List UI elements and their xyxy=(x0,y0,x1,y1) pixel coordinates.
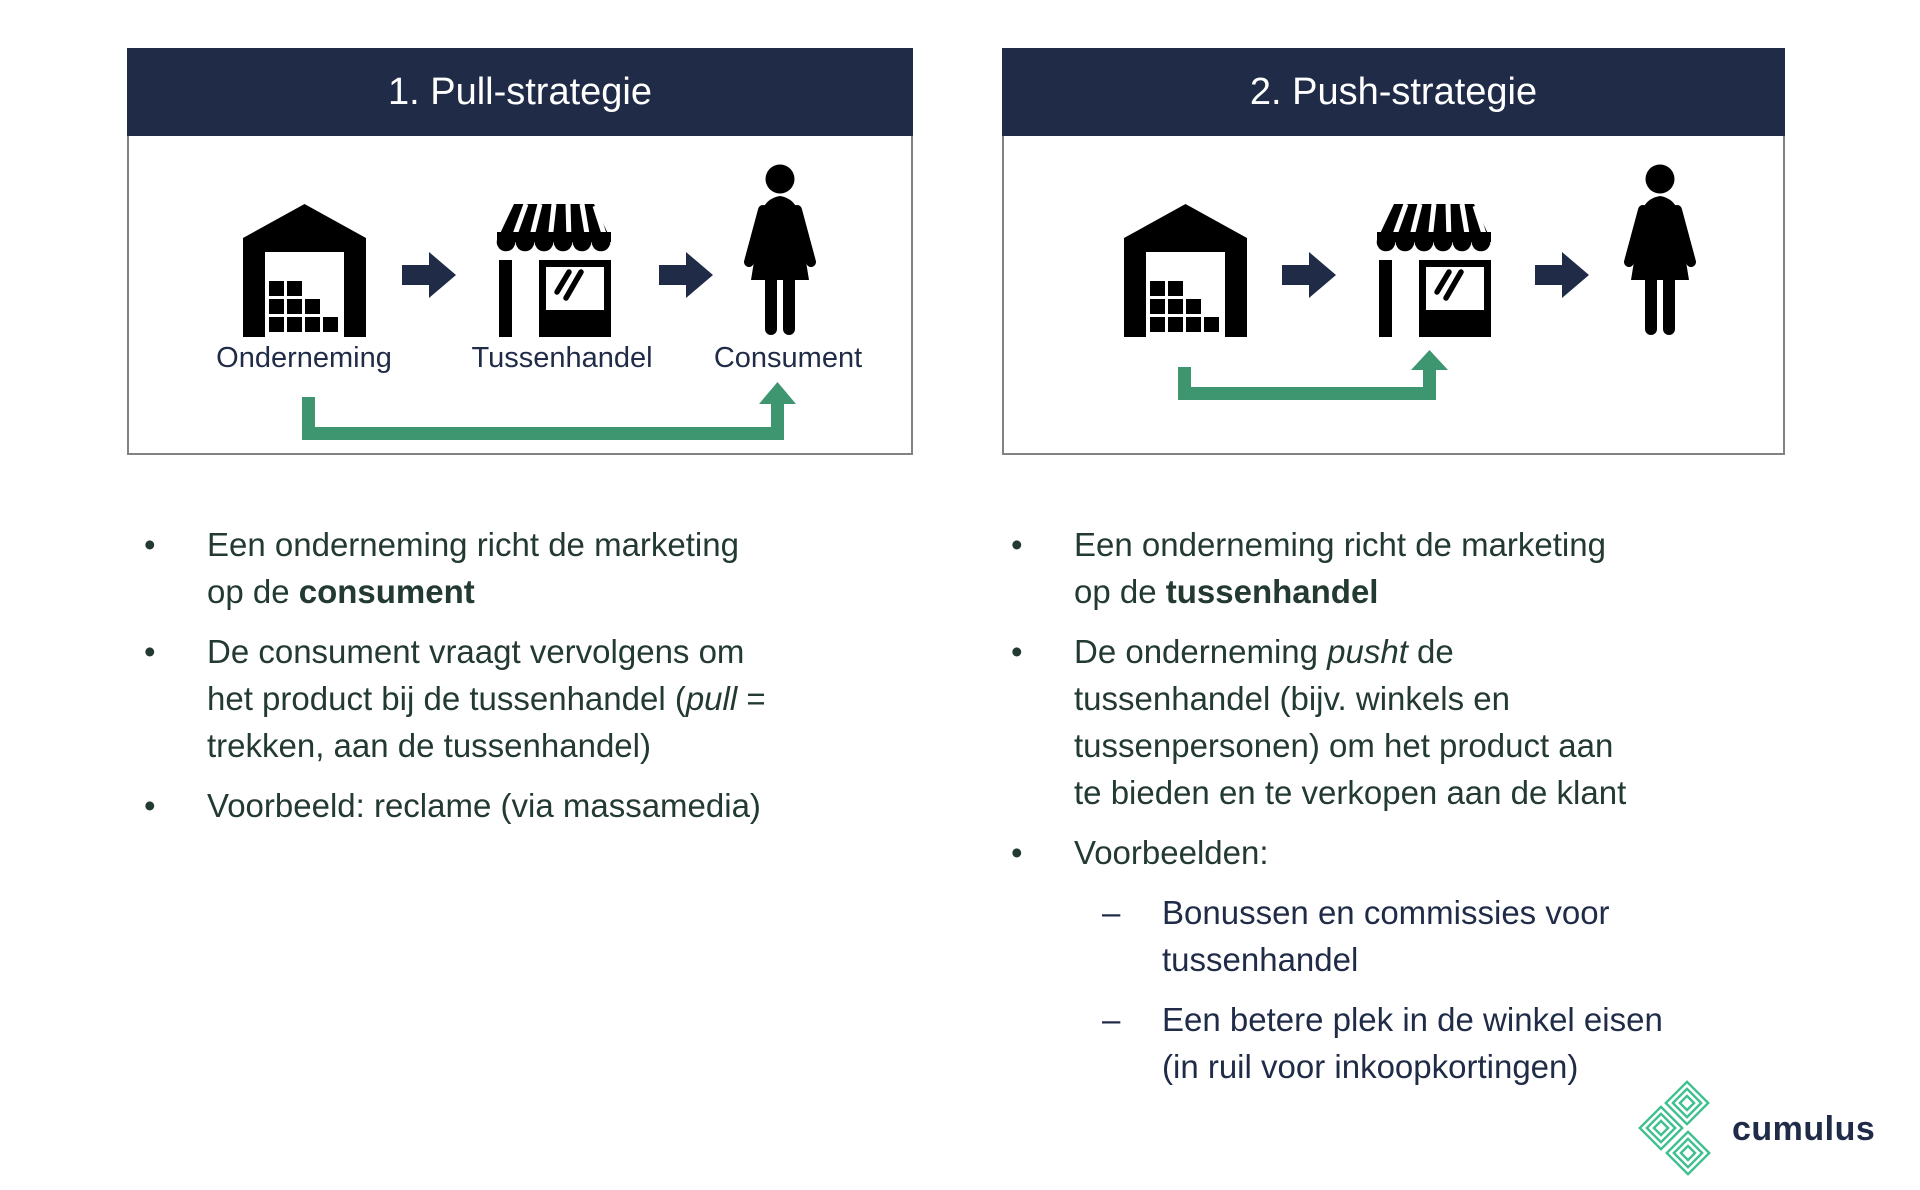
bullet-text: op de xyxy=(207,573,299,610)
bullet-text: (in ruil voor inkoopkortingen) xyxy=(1162,1048,1579,1085)
bullet-text: Een onderneming richt de marketing xyxy=(1074,526,1606,563)
bullet-item: • Voorbeelden: xyxy=(1011,829,1839,876)
bullet-text: tussenhandel (bijv. winkels en xyxy=(1074,680,1510,717)
bullet-text: Bonussen en commissies voor xyxy=(1162,894,1610,931)
bullet-text: consument xyxy=(298,573,475,610)
consumer-icon xyxy=(744,164,816,335)
sub-bullet-item: – Een betere plek in de winkel eisen (in r… xyxy=(1102,996,1839,1090)
bullet-text: De onderneming xyxy=(1074,633,1328,670)
bullet-marker: – xyxy=(1102,1001,1121,1038)
bullet-text: Voorbeeld: reclame (via massamedia) xyxy=(207,787,761,824)
bullet-text: De consument vraagt vervolgens om xyxy=(207,633,745,670)
flow-label-tussenhandel: Tussenhandel xyxy=(471,342,653,374)
bullet-text: Een betere plek in de winkel eisen xyxy=(1162,1001,1663,1038)
bullet-text: pusht xyxy=(1327,633,1408,670)
bullet-text: = xyxy=(737,680,766,717)
push-flow-arrow xyxy=(1178,350,1448,400)
pull-strategy-panel: 1. Pull-strategie xyxy=(127,48,913,455)
cumulus-logo-mark xyxy=(1638,1080,1711,1176)
bullet-text: tussenhandel xyxy=(1162,941,1359,978)
bullet-item: • Voorbeeld: reclame (via massamedia) xyxy=(144,782,990,829)
bullet-marker: • xyxy=(144,526,156,563)
bullet-text: op de xyxy=(1074,573,1166,610)
sub-bullet-item: – Bonussen en commissies voor tussenhandel xyxy=(1102,889,1839,983)
push-strategy-panel: 2. Push-strategie xyxy=(1002,48,1785,455)
bullet-item: • De consument vraagt vervolgens om het pr… xyxy=(144,628,990,769)
bullet-text: de xyxy=(1407,633,1454,670)
bullet-text: trekken, aan de tussenhandel) xyxy=(207,727,651,764)
store-icon xyxy=(1376,204,1491,337)
pull-panel-header: 1. Pull-strategie xyxy=(127,48,913,136)
consumer-icon xyxy=(1624,164,1696,335)
pull-flow-arrow xyxy=(302,382,796,440)
bullet-item: • De onderneming pusht de tussenhandel (bi… xyxy=(1011,628,1839,816)
flow-arrow-icon xyxy=(402,252,456,298)
warehouse-icon xyxy=(243,204,366,337)
push-panel-header: 2. Push-strategie xyxy=(1002,48,1785,136)
flow-label-onderneming: Onderneming xyxy=(216,342,392,374)
bullet-text: pull xyxy=(685,680,738,717)
push-bullet-column: • Een onderneming richt de marketing op de… xyxy=(1011,521,1839,1103)
cumulus-logo: cumulus xyxy=(1638,1080,1875,1178)
cumulus-logo-text: cumulus xyxy=(1732,1109,1876,1148)
push-bullet-list: • Een onderneming richt de marketing op de… xyxy=(1011,521,1839,876)
bullet-text: het product bij de tussenhandel ( xyxy=(207,680,686,717)
bullet-text: Een onderneming richt de marketing xyxy=(207,526,739,563)
bullet-marker: • xyxy=(1011,834,1023,871)
bullet-marker: • xyxy=(1011,526,1023,563)
bullet-text: tussenhandel xyxy=(1165,573,1379,610)
push-panel-title: 2. Push-strategie xyxy=(1249,71,1538,113)
bullet-text: te bieden en te verkopen aan de klant xyxy=(1074,774,1627,811)
flow-arrow-icon xyxy=(1282,252,1336,298)
pull-bullet-column: • Een onderneming richt de marketing op de… xyxy=(144,521,990,842)
flow-label-consument: Consument xyxy=(713,342,863,374)
bullet-text: tussenpersonen) om het product aan xyxy=(1074,727,1614,764)
flow-arrow-icon xyxy=(1535,252,1589,298)
bullet-marker: • xyxy=(144,787,156,824)
bullet-marker: – xyxy=(1102,894,1121,931)
store-icon xyxy=(496,204,611,337)
pull-panel-title: 1. Pull-strategie xyxy=(387,71,652,113)
push-sub-bullet-list: – Bonussen en commissies voor tussenhandel… xyxy=(1102,889,1839,1090)
bullet-text: Voorbeelden: xyxy=(1074,834,1269,871)
pull-bullet-list: • Een onderneming richt de marketing op de… xyxy=(144,521,990,829)
flow-arrow-icon xyxy=(659,252,713,298)
bullet-item: • Een onderneming richt de marketing op de… xyxy=(144,521,990,615)
bullet-item: • Een onderneming richt de marketing op de… xyxy=(1011,521,1839,615)
bullet-marker: • xyxy=(1011,633,1023,670)
bullet-marker: • xyxy=(144,633,156,670)
warehouse-icon xyxy=(1124,204,1247,337)
